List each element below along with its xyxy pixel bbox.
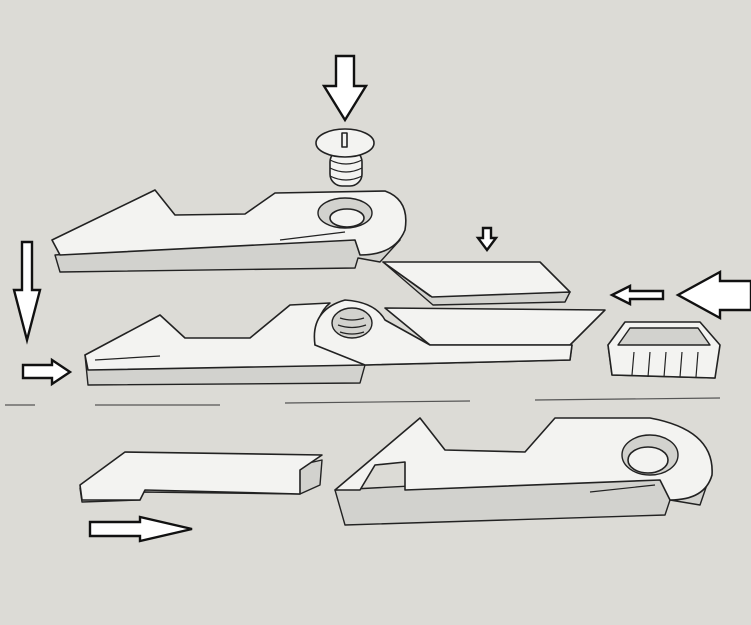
top-handle-half <box>51 189 407 273</box>
ground-lines <box>5 397 721 406</box>
right-arrow-left <box>21 357 73 387</box>
right-arrow-slider <box>88 515 193 543</box>
down-arrow-left <box>12 240 42 345</box>
down-arrow-screw <box>321 54 369 123</box>
blade-spacer-plate <box>382 261 571 306</box>
left-arrow-small <box>609 284 665 306</box>
bottom-handle-half <box>334 417 713 526</box>
screw <box>315 128 375 187</box>
middle-handle-half <box>84 299 606 386</box>
down-arrow-plate <box>475 226 499 252</box>
slider <box>79 451 323 503</box>
end-cap <box>607 321 721 379</box>
left-arrow-large <box>675 269 751 321</box>
